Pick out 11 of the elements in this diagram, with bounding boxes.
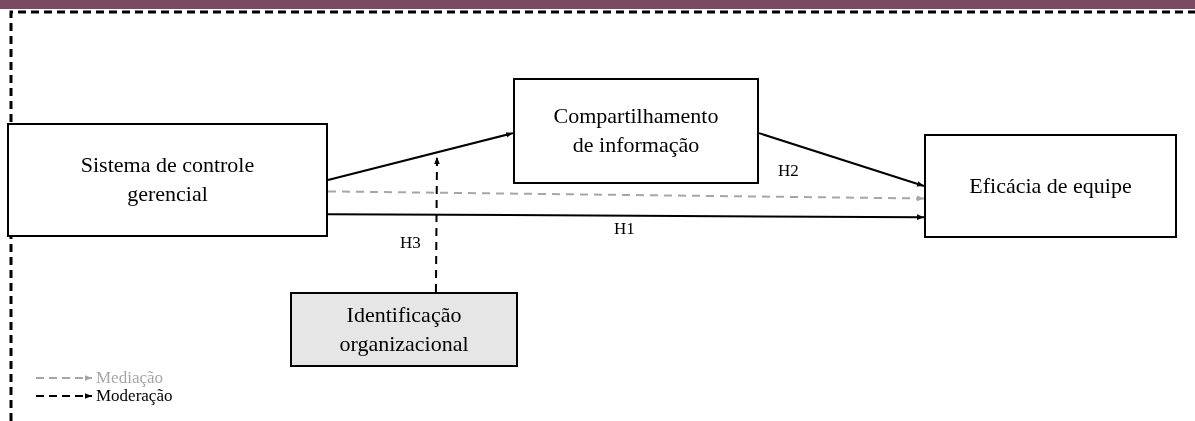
legend-label: Moderação — [96, 387, 173, 404]
arrow — [758, 132, 925, 187]
arrow — [327, 190, 925, 202]
arrow — [327, 132, 514, 181]
arrow — [327, 213, 925, 220]
arrow — [434, 156, 440, 293]
construct-box: Identificação organizacional — [290, 292, 518, 367]
legend-label: Mediação — [96, 369, 164, 386]
construct-box: Eficácia de equipe — [924, 134, 1177, 238]
construct-box: Compartilhamento de informação — [513, 78, 759, 184]
construct-box: Sistema de controle gerencial — [7, 123, 328, 237]
